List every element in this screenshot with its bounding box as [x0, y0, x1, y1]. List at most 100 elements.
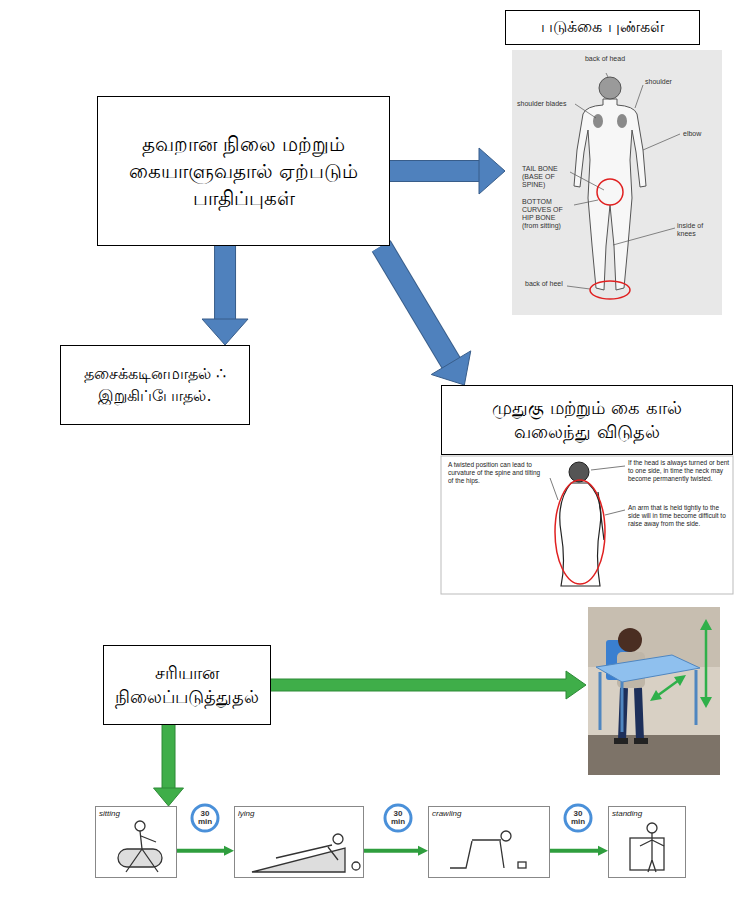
part-label: back of heel — [525, 280, 565, 288]
child-photo — [588, 735, 720, 775]
posture-illustration — [560, 483, 601, 586]
arrow-shaft — [390, 161, 480, 181]
position-card: crawling — [428, 806, 550, 878]
leader-line — [635, 85, 643, 108]
node-text: சரியான நிலைப்படுத்துதல் — [114, 661, 260, 710]
part-label: TAIL BONE (BASE OF SPINE) — [522, 165, 568, 189]
leader-line — [606, 73, 608, 77]
bedsore-illustration — [512, 50, 722, 315]
position-icons — [352, 862, 360, 870]
posture-illustration — [441, 456, 733, 594]
effect-box: தவறான நிலை மற்றும் கையாளுவதால் ஏற்படும் … — [97, 96, 390, 246]
posture-illustration — [441, 456, 733, 594]
node-text: lying — [238, 809, 254, 818]
arrow-head — [154, 788, 184, 806]
child-photo — [588, 607, 720, 775]
leader-line — [591, 466, 625, 470]
leader-line — [574, 200, 598, 205]
flow-arrow — [390, 148, 505, 194]
bedsore-illustration — [597, 179, 623, 205]
position-icons — [647, 823, 657, 833]
flow-arrow — [202, 246, 248, 345]
posture-illustration — [555, 480, 605, 584]
process-box: சரியான நிலைப்படுத்துதல் — [103, 645, 271, 725]
clock-ring — [385, 805, 411, 831]
position-icons — [450, 840, 504, 868]
effect-box: முதுகு மற்றும் கை கால் வலைந்து விடுதல் — [441, 385, 733, 455]
part-label: BOTTOM CURVES OF HIP BONE (from sitting) — [522, 198, 572, 230]
note-label: If the head is always turned or bent to … — [628, 459, 730, 482]
bedsore-illustration — [593, 114, 603, 128]
child-photo — [618, 628, 642, 652]
position-icons — [135, 821, 145, 831]
position-icons — [252, 848, 345, 872]
measure-arrow — [700, 619, 712, 630]
node-text: 30 min — [389, 810, 407, 826]
bedsore-panel: படுக்கை புண்கள் back of head shoulder shoul… — [505, 10, 722, 315]
bedsore-illustration — [599, 77, 621, 99]
child-photo — [606, 640, 632, 680]
measure-arrow — [674, 675, 686, 686]
timer-circle: 30 min — [190, 803, 220, 833]
note-label: A twisted position can lead to curvature… — [448, 461, 546, 484]
child-photo — [588, 607, 720, 667]
position-icons — [518, 862, 526, 868]
flow-arrow — [364, 846, 428, 856]
node-text: தசைக்கடினமாதல் ∴ இறுகிப்போதல். — [71, 363, 239, 406]
position-icons — [640, 833, 664, 872]
leader-line — [567, 73, 680, 289]
position-icons — [126, 831, 158, 872]
bedsore-illustration — [617, 114, 627, 128]
measure-arrow — [700, 697, 712, 708]
position-card: sitting — [95, 806, 177, 878]
node-text: crawling — [432, 809, 461, 818]
leader-line — [643, 134, 680, 150]
arrow-shaft — [550, 849, 599, 853]
clock-ring — [565, 805, 591, 831]
leader-line — [550, 466, 625, 515]
child-photo — [622, 688, 640, 740]
child-photo — [588, 607, 720, 775]
arrow-shaft-outline — [381, 246, 451, 364]
green-arrow — [264, 671, 586, 699]
arrow-shaft — [177, 849, 225, 853]
bedsore-illustration — [512, 50, 722, 315]
timer-circle: 30 min — [563, 803, 593, 833]
position-icons — [118, 849, 162, 867]
part-label: shoulder blades — [517, 100, 573, 108]
flow-arrow — [177, 846, 234, 856]
arrow-shaft — [364, 849, 419, 853]
part-label: elbow — [683, 130, 719, 138]
arrow-head — [202, 319, 248, 345]
arrow-head — [224, 846, 234, 856]
note-label: An arm that is held tightly to the side … — [628, 504, 730, 527]
leader-line — [575, 104, 596, 118]
posture-illustration — [569, 462, 589, 482]
position-icons — [276, 845, 338, 860]
clock-ring — [192, 805, 218, 831]
arrow-shaft-outline — [390, 160, 480, 182]
part-label: inside of knees — [677, 222, 721, 238]
node-text: தவறான நிலை மற்றும் கையாளுவதால் ஏற்படும் … — [108, 131, 379, 212]
leader-line — [567, 286, 590, 289]
heading-box: படுக்கை புண்கள் — [505, 10, 700, 45]
part-label: shoulder — [645, 78, 685, 86]
arrow-shaft-outline — [214, 246, 236, 320]
measure-arrow — [657, 680, 679, 696]
bedsore-illustration — [590, 281, 630, 299]
position-icons — [333, 834, 343, 844]
measure-arrow — [705, 628, 708, 699]
position-card: standing — [608, 806, 686, 878]
measure-arrow — [650, 690, 662, 701]
arrow-head — [431, 351, 470, 385]
node-text: standing — [612, 809, 642, 818]
flow-arrow — [381, 246, 471, 385]
effect-box: தசைக்கடினமாதல் ∴ இறுகிப்போதல். — [60, 345, 250, 425]
part-label: back of head — [582, 55, 628, 63]
node-text: 30 min — [569, 810, 587, 826]
leader-line — [605, 510, 625, 515]
arrow-head — [479, 148, 505, 194]
position-card: lying — [234, 806, 364, 878]
child-photo — [596, 655, 700, 682]
